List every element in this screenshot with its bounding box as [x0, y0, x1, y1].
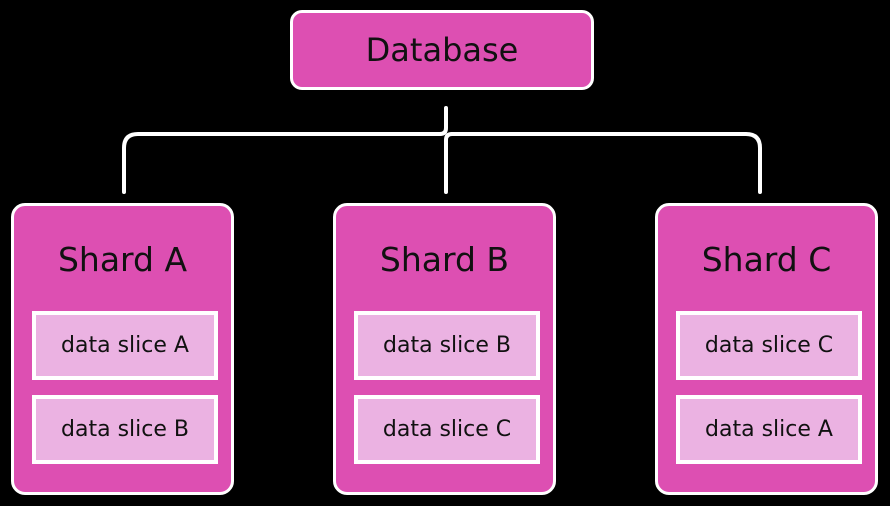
shard-b-title: Shard B [379, 240, 510, 279]
slice-label: data slice A [61, 333, 189, 358]
slice-label: data slice A [705, 417, 833, 442]
shard-b-slice-1: data slice B [354, 311, 540, 380]
shard-c-title: Shard C [701, 240, 832, 279]
shard-c-slice-1: data slice C [676, 311, 862, 380]
shard-c-node: Shard C data slice C data slice A [655, 203, 878, 495]
slice-label: data slice C [704, 333, 834, 358]
shard-c-slice-2: data slice A [676, 395, 862, 464]
slice-label: data slice B [383, 333, 511, 358]
database-node: Database [290, 10, 594, 90]
shard-b-slice-2: data slice C [354, 395, 540, 464]
connector-right-branch [450, 132, 762, 194]
shard-a-node: Shard A data slice A data slice B [11, 203, 234, 495]
slice-label: data slice C [382, 417, 512, 442]
shard-b-node: Shard B data slice B data slice C [333, 203, 556, 495]
shard-a-title: Shard A [57, 240, 188, 279]
connector-trunk [438, 106, 448, 136]
database-label: Database [365, 31, 519, 69]
shard-a-slice-1: data slice A [32, 311, 218, 380]
connector-left-branch [122, 132, 442, 194]
shard-a-slice-2: data slice B [32, 395, 218, 464]
connector-center-branch [444, 132, 454, 194]
slice-label: data slice B [61, 417, 189, 442]
